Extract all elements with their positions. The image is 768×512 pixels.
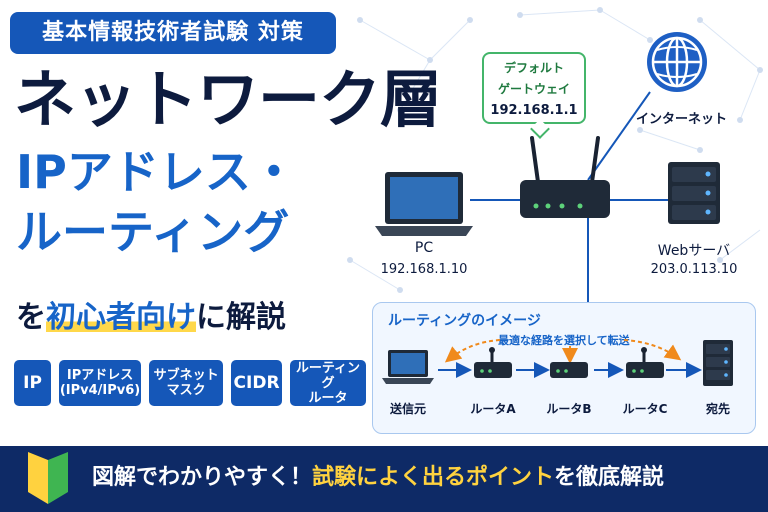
source-laptop-icon (382, 350, 434, 384)
link-router-internet (587, 91, 651, 181)
server-label: Webサーバ (657, 243, 731, 259)
keyword-tag-routing: ルーティング ルータ (289, 360, 366, 406)
keyword-tags: IP IPアドレス (IPv4/IPv6) サブネット マスク CIDR ルーテ… (14, 360, 366, 406)
banner-text-part2: 試験によく出るポイント (312, 465, 555, 490)
router-icon (520, 136, 610, 218)
subtitle-line-2: ルーティング (16, 205, 290, 259)
gateway-ip: 192.168.1.1 (490, 103, 578, 118)
destination-server-icon (703, 340, 733, 386)
server-icon (668, 162, 720, 224)
pc-label: PC (414, 240, 434, 256)
keyword-tag-ip-address: IPアドレス (IPv4/IPv6) (59, 360, 142, 406)
subtitle-line-1: IPアドレス・ (16, 145, 297, 199)
keyword-tag-cidr: CIDR (231, 360, 282, 406)
banner-text: 図解でわかりやすく！試験によく出るポイントを徹底解説 (92, 458, 756, 498)
bottom-banner (0, 446, 768, 512)
routing-note: 最適な経路を選択して転送 (498, 334, 630, 347)
routing-image-title: ルーティングのイメージ (388, 313, 541, 329)
page-title: ネットワーク層 (14, 63, 442, 136)
gateway-label-line-1: デフォルト (503, 61, 564, 75)
gateway-callout: デフォルト ゲートウェイ 192.168.1.1 (482, 52, 586, 124)
node-label-router-b: ルータB (546, 402, 592, 416)
banner-text-part1: 図解でわかりやすく！ (92, 465, 313, 490)
lead-post: に解説 (196, 300, 286, 335)
lead-highlight: 初心者向け (46, 300, 196, 335)
keyword-tag-ip: IP (14, 360, 52, 406)
node-label-destination: 宛先 (705, 402, 730, 416)
beginner-mark-icon (28, 452, 68, 504)
node-label-router-a: ルータA (470, 402, 516, 416)
subtitle: IPアドレス・ ルーティング (16, 142, 376, 262)
node-label-router-c: ルータC (622, 402, 668, 416)
laptop-icon (375, 172, 473, 236)
route-arrow-right (623, 339, 682, 361)
pc-ip: 192.168.1.10 (380, 262, 468, 277)
router-c-icon (626, 347, 664, 378)
lead-pre: を (16, 300, 46, 335)
keyword-tag-subnet-mask: サブネット マスク (149, 360, 224, 406)
router-b-icon (550, 362, 588, 378)
lead-text: を初心者向けに解説 (16, 296, 286, 340)
route-arrow-left (444, 339, 501, 363)
exam-badge: 基本情報技術者試験 対策 (10, 12, 336, 54)
gateway-label-line-2: ゲートウェイ (497, 82, 570, 96)
router-a-icon (474, 347, 512, 378)
node-label-source: 送信元 (389, 402, 426, 416)
globe-icon (647, 32, 707, 92)
banner-text-part3: を徹底解説 (554, 465, 665, 490)
internet-label: インターネット (636, 112, 728, 127)
server-ip: 203.0.113.10 (650, 262, 738, 277)
